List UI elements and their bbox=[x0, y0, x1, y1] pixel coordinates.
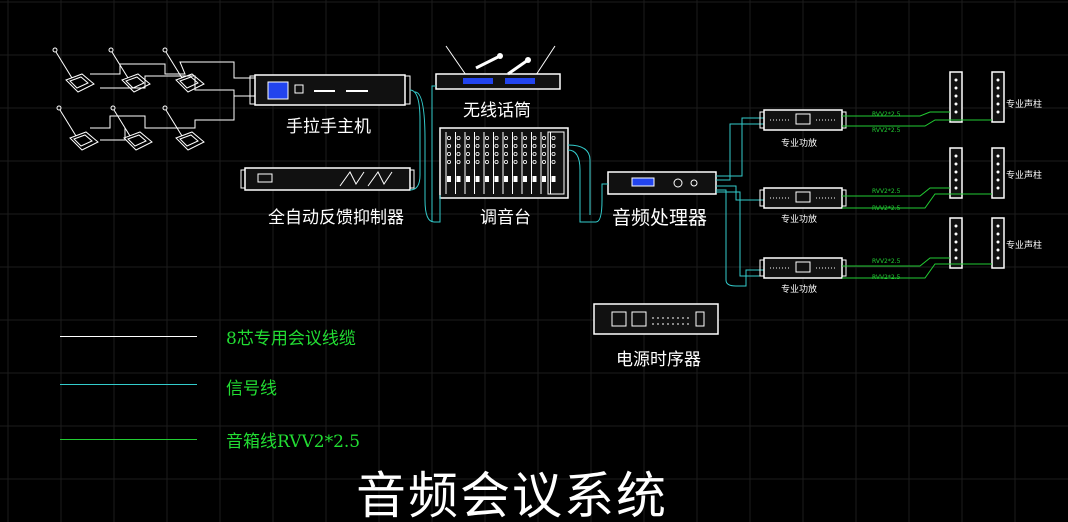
host-unit-label: 手拉手主机 bbox=[286, 117, 371, 137]
legend-line-conference-cable bbox=[60, 336, 197, 337]
feedback-suppressor-label: 全自动反馈抑制器 bbox=[268, 208, 404, 228]
legend-label-speaker-cable: 音箱线RVV2*2.5 bbox=[226, 432, 361, 452]
audio-processor-label: 音频处理器 bbox=[612, 207, 708, 229]
amplifier-label-3: 专业功放 bbox=[781, 285, 818, 295]
diagram-title: 音频会议系统 bbox=[356, 467, 668, 522]
amplifier-icon bbox=[759, 257, 847, 279]
conference-microphones bbox=[52, 47, 205, 151]
cable-label-4: RVV2*2.5 bbox=[872, 205, 901, 212]
amplifier-icon bbox=[759, 187, 847, 209]
mixer-master-section bbox=[547, 131, 565, 195]
mixer-device bbox=[439, 127, 569, 199]
legend-line-signal bbox=[60, 384, 197, 385]
cable-label-3: RVV2*2.5 bbox=[872, 188, 901, 195]
legend-line-speaker-cable bbox=[60, 439, 197, 440]
speaker-label-3: 专业声柱 bbox=[1006, 241, 1043, 251]
conference-mic-icon bbox=[110, 105, 153, 151]
mixer-label: 调音台 bbox=[480, 208, 531, 228]
amplifier-label-1: 专业功放 bbox=[781, 139, 818, 149]
feedback-suppressor-device bbox=[240, 167, 415, 191]
speaker-column-icon bbox=[949, 71, 963, 123]
speaker-label-1: 专业声柱 bbox=[1006, 100, 1043, 110]
conference-mic-icon bbox=[52, 47, 95, 93]
cable-label-1: RVV2*2.5 bbox=[872, 111, 901, 118]
cable-label-6: RVV2*2.5 bbox=[872, 274, 901, 281]
conference-mic-icon bbox=[162, 47, 205, 93]
wireless-mic-device bbox=[435, 45, 561, 90]
speaker-column-icon bbox=[949, 217, 963, 269]
audio-processor-device bbox=[607, 171, 717, 195]
conference-mic-icon bbox=[56, 105, 99, 151]
speaker-column-icon bbox=[949, 147, 963, 199]
speaker-label-2: 专业声柱 bbox=[1006, 171, 1043, 181]
speaker-column-icon bbox=[991, 217, 1005, 269]
power-sequencer-label: 电源时序器 bbox=[616, 350, 701, 370]
conference-mic-icon bbox=[108, 47, 151, 93]
speaker-lines bbox=[842, 111, 992, 279]
legend-label-conference-cable: 8芯专用会议线缆 bbox=[226, 329, 356, 349]
legend-label-signal: 信号线 bbox=[226, 379, 277, 399]
conference-mic-icon bbox=[162, 105, 205, 151]
cable-label-2: RVV2*2.5 bbox=[872, 127, 901, 134]
conference-cable-lines bbox=[90, 61, 255, 141]
signal-lines bbox=[409, 85, 764, 287]
cable-label-5: RVV2*2.5 bbox=[872, 258, 901, 265]
amplifier-icon bbox=[759, 109, 847, 131]
host-unit-device bbox=[249, 74, 411, 106]
speaker-columns bbox=[949, 71, 1005, 269]
speaker-column-icon bbox=[991, 147, 1005, 199]
wireless-mic-label: 无线话筒 bbox=[463, 101, 531, 121]
speaker-column-icon bbox=[991, 71, 1005, 123]
amplifier-label-2: 专业功放 bbox=[781, 215, 818, 225]
power-sequencer-device bbox=[593, 303, 719, 335]
amplifier-devices bbox=[759, 109, 847, 279]
